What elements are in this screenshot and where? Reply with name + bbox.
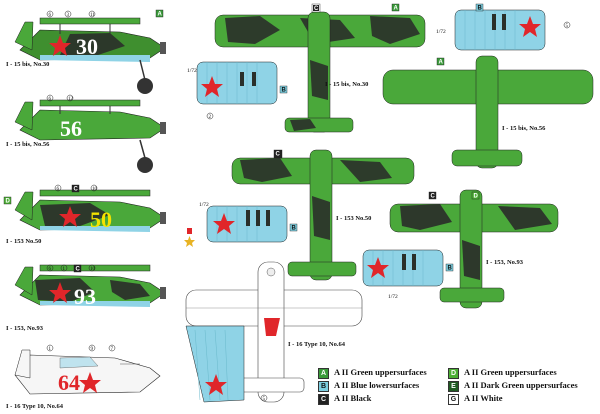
red-star-icon	[201, 76, 223, 97]
callout-number: 6	[49, 97, 52, 102]
callout-number: 5	[263, 397, 266, 402]
profile-label: I - 16 Type 10, No.64	[6, 403, 64, 410]
svg-text:A: A	[394, 6, 399, 12]
red-star-icon	[367, 257, 389, 278]
svg-text:D: D	[6, 199, 11, 205]
topview-i15-no30: C A	[214, 3, 426, 133]
code-50: 50	[90, 207, 112, 232]
svg-text:B: B	[448, 266, 453, 272]
profile-label: I - 153, No.93	[6, 325, 44, 332]
topview-i153-no93: C D	[389, 189, 559, 309]
topview-i153-no50: C	[231, 149, 415, 281]
svg-text:A: A	[158, 12, 163, 18]
topview-label: I - 153, No.93	[486, 259, 524, 266]
profile-i153-no93: 93 I - 153, No.93 6 1 C 10	[6, 264, 166, 332]
red-star-icon	[49, 282, 71, 303]
callout-number: 9	[91, 347, 94, 352]
topview-label: I - 15 bis, No.56	[502, 125, 546, 132]
svg-text:B: B	[478, 6, 483, 12]
callout-number: 10	[92, 187, 98, 192]
svg-text:C: C	[276, 152, 281, 158]
bottomview-wing-no50: 1/72 B	[199, 202, 298, 243]
callout-number: 11	[90, 13, 95, 18]
red-star-icon	[79, 372, 101, 393]
svg-text:B: B	[292, 226, 297, 232]
profile-i15-no30: 30 I - 15 bis, No.30 A 6 3 11	[6, 9, 166, 94]
red-star-icon	[49, 35, 71, 56]
topview-i16-no64: I - 16 Type 10, No.64 5	[185, 261, 363, 403]
callout-number: 6	[57, 187, 60, 192]
red-star-icon	[205, 374, 227, 395]
profile-label: I - 153 No.50	[6, 238, 41, 245]
svg-text:C: C	[74, 187, 79, 193]
callout-number: 1	[63, 267, 66, 272]
callout-number: 2	[209, 115, 212, 120]
bottomview-wing-no56: B 1/72 5	[436, 3, 571, 51]
scale-label: 1/72	[199, 202, 209, 208]
svg-text:C: C	[76, 267, 81, 273]
svg-text:B: B	[282, 88, 287, 94]
scale-label: 1/72	[388, 294, 398, 300]
topview-label: I - 15 bis, No.30	[325, 81, 368, 88]
topview-i15-no56: A I - 15 bis, No.56	[382, 55, 594, 169]
code-56: 56	[60, 116, 82, 141]
callout-number: 6	[49, 13, 52, 18]
callout-number: 10	[90, 267, 96, 272]
topview-label: I - 153 No.50	[336, 215, 371, 222]
callout-number: 7	[111, 347, 114, 352]
callout-number: 6	[49, 267, 52, 272]
profile-label: I - 15 bis, No.30	[6, 61, 49, 68]
code-30: 30	[76, 34, 98, 59]
svg-text:A: A	[439, 60, 444, 66]
red-star-icon	[213, 213, 235, 234]
color-callout-a	[155, 9, 164, 18]
red-star-icon	[59, 206, 81, 227]
code-64: 64	[58, 370, 80, 395]
profile-i15-no56: 56 I - 15 bis, No.56 6 12	[6, 94, 166, 173]
medal-icon	[184, 228, 195, 247]
bottomview-wing-no93: 1/72 B	[362, 249, 454, 300]
svg-text:C: C	[431, 194, 436, 200]
callout-number: 5	[566, 24, 569, 29]
topview-label: I - 16 Type 10, No.64	[288, 341, 346, 348]
svg-text:C: C	[314, 6, 319, 12]
code-93: 93	[74, 284, 96, 309]
scale-label: 1/72	[187, 68, 197, 74]
profile-label: I - 15 bis, No.56	[6, 141, 50, 148]
callout-number: 12	[68, 97, 74, 102]
callout-number: 3	[67, 13, 70, 18]
bottomview-wing-no64	[185, 325, 245, 403]
bottomview-wing-no30: 1/72 B 2	[187, 61, 288, 120]
scale-label: 1/72	[436, 29, 446, 35]
profile-i153-no50: 50 I - 153 No.50 D 6 C 10	[3, 184, 166, 245]
callout-number: 1	[49, 347, 52, 352]
svg-text:D: D	[474, 194, 479, 200]
red-star-icon	[519, 16, 541, 37]
profile-i16-no64: 64 I - 16 Type 10, No.64 1 9 7	[6, 344, 161, 410]
